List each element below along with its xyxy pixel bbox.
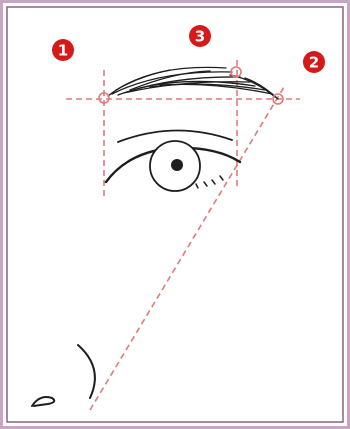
marker-2-label: 2 xyxy=(309,54,319,72)
marker-3-label: 3 xyxy=(195,28,205,46)
eyebrow-sketch xyxy=(108,67,278,99)
marker-1: 1 xyxy=(52,39,74,61)
nose-bridge xyxy=(78,345,95,398)
marker-3: 3 xyxy=(189,25,211,47)
nostril xyxy=(32,397,54,406)
pupil xyxy=(171,159,183,171)
nose-sketch xyxy=(32,345,95,406)
marker-2: 2 xyxy=(303,51,325,73)
guide-lines xyxy=(66,60,300,410)
lower-lashes xyxy=(196,176,223,188)
eye-sketch xyxy=(106,130,240,191)
guide-diagonal-nose-to-tail xyxy=(90,87,284,410)
marker-1-label: 1 xyxy=(58,42,68,60)
